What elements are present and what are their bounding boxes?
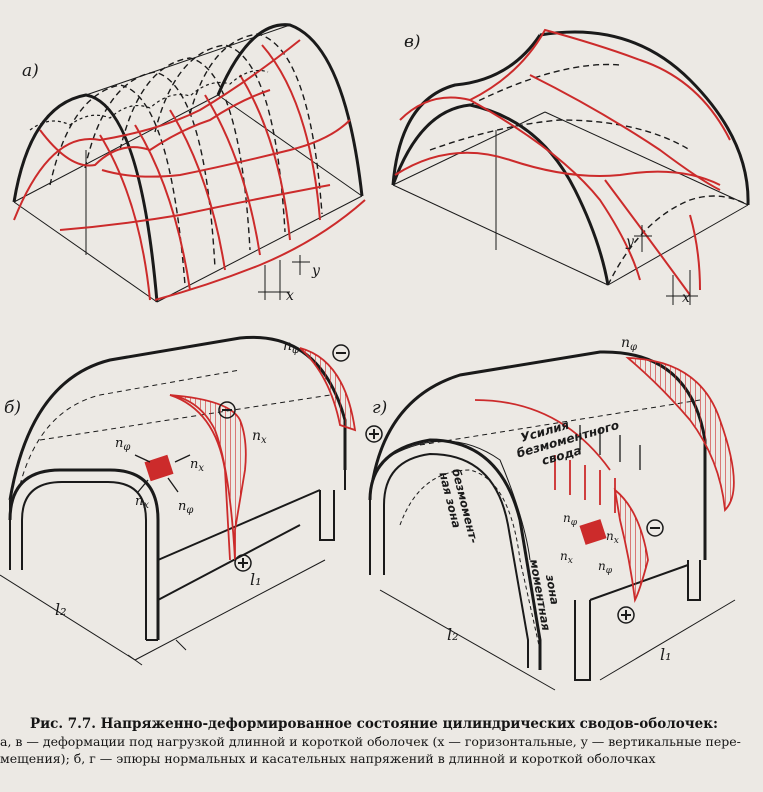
panel-v-short-shell-deformation: в) x <box>391 28 750 306</box>
panel-a-dashed-arches <box>49 33 323 286</box>
svg-text:nx: nx <box>606 529 619 546</box>
caption-line-2: а, в — деформации под нагрузкой длинной … <box>0 734 741 749</box>
panel-a-label: а) <box>22 61 39 81</box>
panel-g-nphi-epure <box>625 357 735 512</box>
panel-a-front-arch <box>12 93 159 303</box>
panel-g-black-arrows <box>579 425 641 470</box>
caption-line-3: мещения); б, г — эпюры нормальных и каса… <box>0 751 656 766</box>
panel-a-y-label: y <box>311 263 321 279</box>
panel-a-x-label: x <box>286 288 294 304</box>
panel-b-minus-sign <box>218 401 236 419</box>
panel-a-base-lines <box>13 94 363 303</box>
panel-b-stress-element <box>144 454 174 482</box>
panel-v-x-label: x <box>682 290 690 306</box>
panel-b-nx-epure <box>169 394 247 561</box>
panel-b-dimension-lines <box>0 559 326 666</box>
panel-b-nphi-plus-sign <box>365 425 383 443</box>
svg-text:nx: nx <box>190 457 204 474</box>
panel-b-back-legs <box>157 489 335 601</box>
svg-text:nx: nx <box>135 494 149 511</box>
panel-g-nx-epure <box>613 487 649 604</box>
panel-g-minus-sign <box>646 519 664 537</box>
panel-b-nphi-epure <box>299 347 357 432</box>
panel-b-l1-label: l₁ <box>250 570 262 589</box>
svg-text:nφ: nφ <box>621 335 637 353</box>
panel-g-dimension-lines <box>379 589 736 691</box>
panel-v-front-arch <box>391 103 610 286</box>
svg-text:nφ: nφ <box>598 559 613 576</box>
panel-v-displacement-markers <box>634 225 698 305</box>
svg-text:nφ: nφ <box>178 499 193 516</box>
panel-a-displacement-markers <box>258 255 310 300</box>
panel-a-scallops <box>29 69 269 131</box>
panel-g-short-shell-stresses: г) l₂ l₁ <box>368 335 736 691</box>
panel-v-front-arch-left <box>391 34 542 186</box>
panel-v-dashed-lines <box>429 63 749 286</box>
svg-text:nφ: nφ <box>115 436 130 453</box>
svg-text:nφ: nφ <box>563 511 578 528</box>
svg-text:nφ: nφ <box>283 338 299 356</box>
panel-b-plus-sign <box>234 554 252 572</box>
panel-g-l1-label: l₁ <box>660 645 672 664</box>
panel-g-membrane-force-arrows <box>474 399 616 513</box>
panel-b-nphi-minus-sign <box>332 344 350 362</box>
panel-g-plus-sign <box>617 606 635 624</box>
panel-b-element-arrows <box>134 454 191 493</box>
figure-caption: Рис. 7.7. Напряженно-деформированное сос… <box>0 716 763 767</box>
panel-b-front-frame <box>8 468 160 640</box>
panel-g-stress-element <box>579 519 607 545</box>
panel-v-back-arch <box>539 30 750 206</box>
panel-a-ridge <box>85 24 291 96</box>
panel-b-l2-label: l₂ <box>55 600 67 619</box>
panel-v-label: в) <box>404 32 421 52</box>
panel-g-l2-label: l₂ <box>447 625 459 644</box>
panel-g-label: г) <box>372 398 387 418</box>
svg-text:nx: nx <box>252 428 267 446</box>
panel-a-deformed-shape <box>13 39 366 301</box>
panel-a-back-arch <box>216 23 364 197</box>
caption-line-1: Рис. 7.7. Напряженно-деформированное сос… <box>30 716 718 732</box>
panel-v-y-label: y <box>625 234 635 250</box>
vault-shells-diagram: а) <box>0 23 750 691</box>
panel-g-front-frame <box>368 438 542 670</box>
svg-text:nx: nx <box>560 549 573 566</box>
panel-a-long-shell-deformation: а) <box>12 23 366 304</box>
panel-b-label: б) <box>4 398 21 418</box>
panel-b-long-shell-stresses: б) l₂ l₁ <box>0 335 383 666</box>
panel-v-deformed-shape <box>394 28 731 296</box>
